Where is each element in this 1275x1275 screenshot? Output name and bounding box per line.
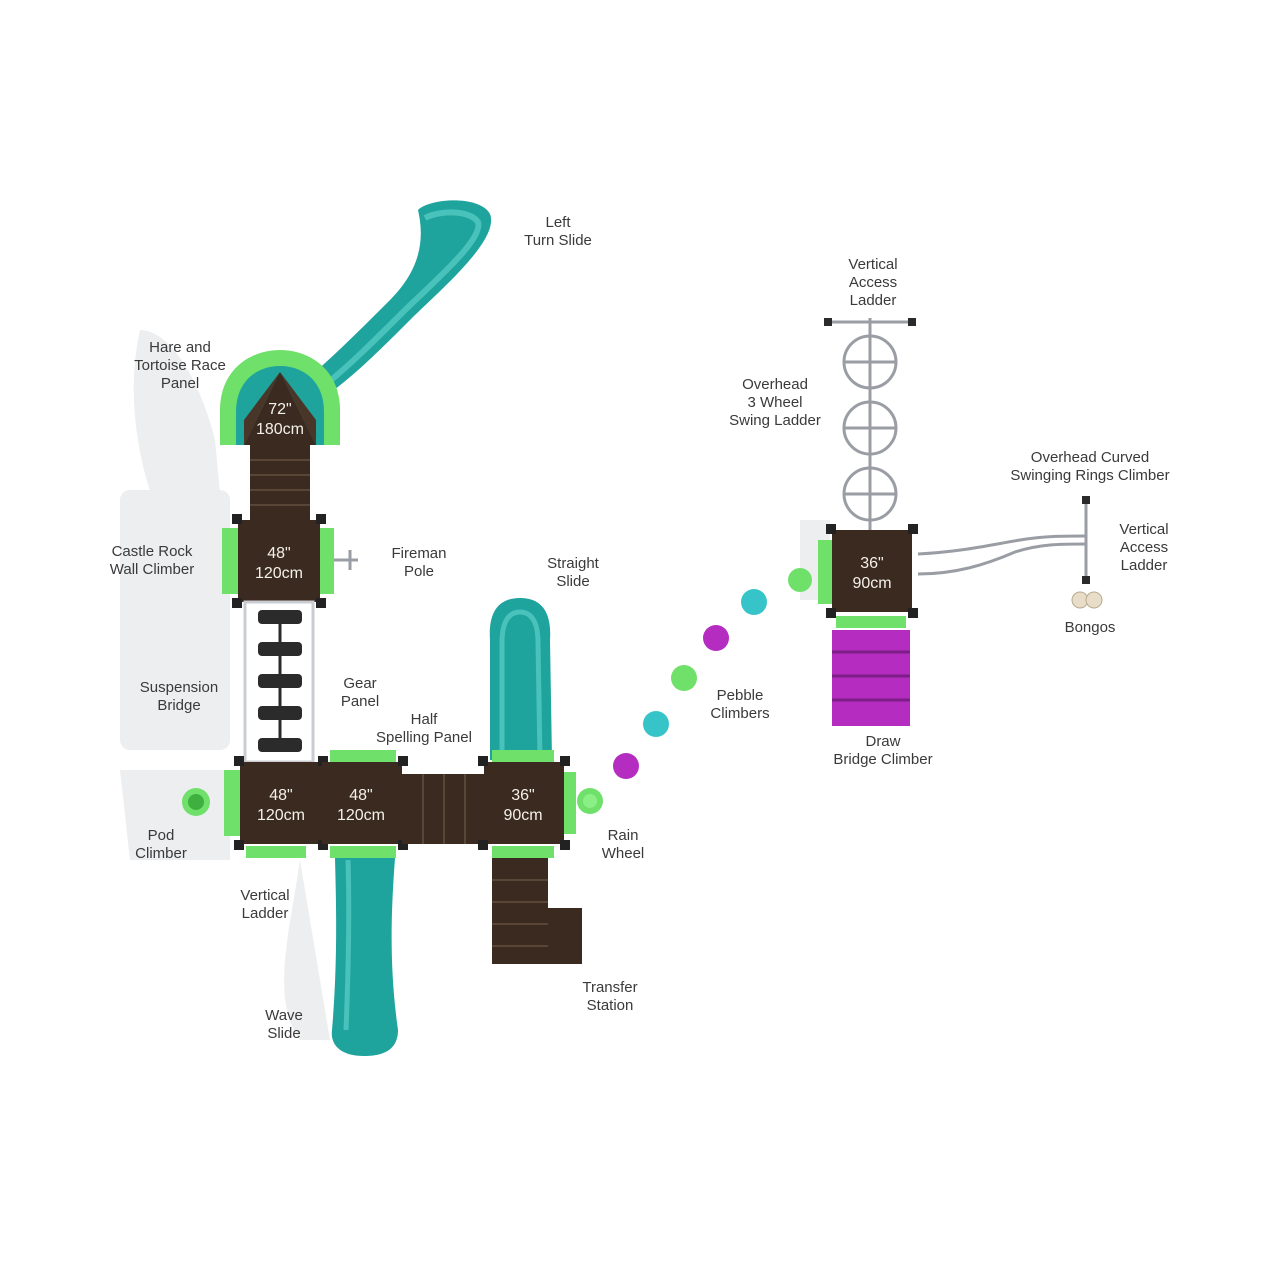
vertical-access-ladder-top: [824, 318, 916, 326]
deck-bl-size-cm: 120cm: [257, 807, 305, 824]
deck-bm-size-cm: 120cm: [337, 807, 385, 824]
label-suspension-bridge: Suspension Bridge: [139, 679, 219, 714]
deck-48-castle: 48" 120cm: [222, 514, 334, 608]
bongos: [1071, 591, 1103, 609]
label-gear-panel: Gear Panel: [340, 675, 380, 710]
deck-bm-size-in: 48": [349, 787, 372, 804]
label-fireman-pole: Fireman Pole: [391, 545, 447, 580]
label-vertical-ladder: Vertical Ladder: [240, 887, 290, 922]
deck-48-bottom-left: 48" 120cm: [224, 756, 328, 858]
label-half-spelling-panel: Half Spelling Panel: [376, 711, 472, 746]
left-turn-slide: [300, 200, 492, 400]
pod-climber: [182, 788, 210, 816]
label-castle-rock-wall-climber: Castle Rock Wall Climber: [109, 543, 195, 578]
transfer-station: [492, 858, 582, 964]
label-hare-tortoise-panel: Hare and Tortoise Race Panel: [134, 339, 226, 392]
overhead-curved-rings-climber: [917, 500, 1088, 580]
label-overhead-3-wheel-swing-ladder: Overhead 3 Wheel Swing Ladder: [729, 376, 821, 429]
vertical-access-ladder-right: [1082, 496, 1090, 584]
label-rain-wheel: Rain Wheel: [601, 827, 645, 862]
label-bongos: Bongos: [1064, 619, 1116, 636]
walkway-half-spelling: [402, 774, 486, 844]
overhead-3-wheel-swing-ladder: [828, 318, 912, 530]
label-wave-slide: Wave Slide: [265, 1007, 303, 1042]
deck-72-size-cm: 180cm: [256, 421, 304, 438]
label-transfer-station: Transfer Station: [582, 979, 638, 1014]
deck-castle-size-cm: 120cm: [255, 565, 303, 582]
deck-36-bottom-right: 36" 90cm: [478, 750, 576, 858]
label-vertical-access-ladder-right: Vertical Access Ladder: [1119, 521, 1169, 574]
suspension-bridge: [243, 600, 315, 764]
deck-72: 72" 180cm: [220, 350, 340, 445]
deck-br-size-cm: 90cm: [503, 807, 542, 824]
fireman-pole: [334, 550, 358, 570]
label-overhead-curved-rings-climber: Overhead Curved Swinging Rings Climber: [1010, 449, 1170, 484]
deck-rt-size-in: 36": [860, 555, 883, 572]
deck-castle-size-in: 48": [267, 545, 290, 562]
label-left-turn-slide: Left Turn Slide: [524, 214, 592, 249]
shadows: [120, 330, 830, 1040]
draw-bridge-climber: [832, 616, 910, 726]
deck-48-bottom-mid: 48" 120cm: [322, 750, 408, 858]
deck-rt-size-cm: 90cm: [852, 575, 891, 592]
pebble-climbers: [613, 568, 812, 779]
straight-slide: [489, 598, 552, 761]
rain-wheel: [577, 788, 603, 814]
label-pebble-climbers: Pebble Climbers: [710, 687, 770, 722]
stair-walkway: [250, 445, 310, 520]
label-pod-climber: Pod Climber: [135, 827, 187, 862]
deck-bl-size-in: 48": [269, 787, 292, 804]
label-vertical-access-ladder-top: Vertical Access Ladder: [848, 256, 898, 309]
label-draw-bridge-climber: Draw Bridge Climber: [833, 733, 933, 768]
wave-slide: [331, 858, 398, 1056]
label-straight-slide: Straight Slide: [547, 555, 599, 590]
deck-36-right-tower: 36" 90cm: [818, 524, 918, 618]
deck-br-size-in: 36": [511, 787, 534, 804]
deck-72-size-in: 72": [268, 401, 291, 418]
